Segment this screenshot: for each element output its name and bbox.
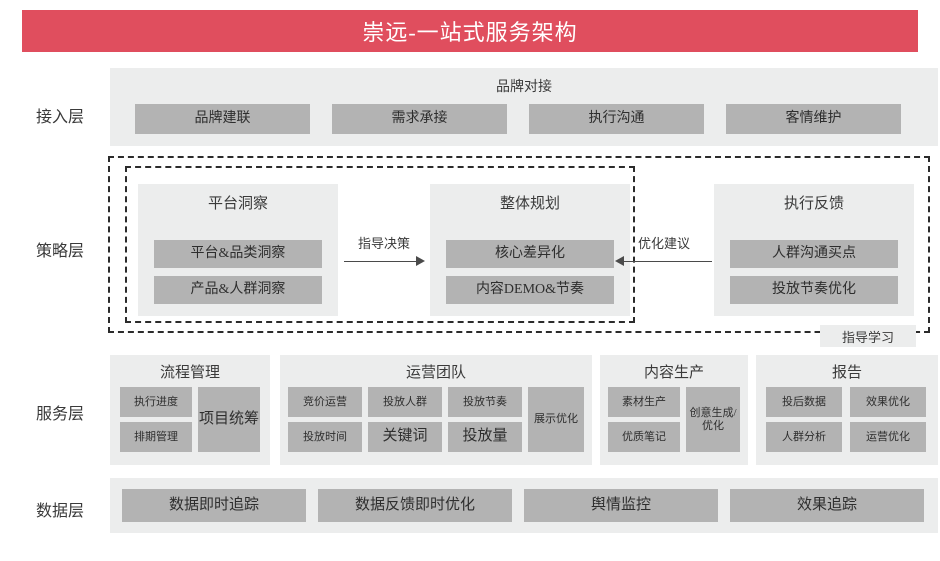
strategy-planning-box-2[interactable]: 内容DEMO&节奏	[446, 276, 614, 304]
service-process-box-1[interactable]: 执行进度	[120, 387, 192, 417]
strategy-panel-execution-feedback-title: 执行反馈	[783, 196, 844, 212]
strategy-panel-overall-planning-title: 整体规划	[499, 196, 560, 212]
access-box-1[interactable]: 品牌建联	[135, 104, 310, 134]
access-box-4[interactable]: 客情维护	[726, 104, 901, 134]
service-panel-report: 报告 投后数据 效果优化 人群分析 运营优化	[756, 355, 938, 465]
service-ops-tall-box[interactable]: 展示优化	[528, 387, 584, 452]
arrow-guide-decision-head	[416, 256, 425, 266]
service-content-box-2[interactable]: 优质笔记	[608, 422, 680, 452]
page-title: 崇远-一站式服务架构	[22, 10, 918, 52]
strategy-feedback-box-2[interactable]: 投放节奏优化	[730, 276, 898, 304]
access-layer-title: 品牌对接	[496, 80, 552, 95]
service-ops-box-2[interactable]: 投放人群	[368, 387, 442, 417]
access-box-2[interactable]: 需求承接	[332, 104, 507, 134]
service-content-box-1[interactable]: 素材生产	[608, 387, 680, 417]
layer-label-access: 接入层	[35, 109, 84, 126]
arrow-guide-decision-line	[344, 261, 418, 262]
strategy-inner-dashed-frame	[125, 166, 635, 323]
service-report-box-4[interactable]: 运营优化	[850, 422, 926, 452]
strategy-platform-box-1[interactable]: 平台&品类洞察	[154, 240, 322, 268]
strategy-feedback-box-1[interactable]: 人群沟通买点	[730, 240, 898, 268]
strategy-outer-label-guide-learning: 指导学习	[820, 325, 916, 347]
arrow-optimization-advice-head	[615, 256, 624, 266]
service-ops-box-1[interactable]: 竞价运营	[288, 387, 362, 417]
access-box-3[interactable]: 执行沟通	[529, 104, 704, 134]
service-panel-content-production-title: 内容生产	[643, 365, 704, 381]
data-box-4[interactable]: 效果追踪	[730, 489, 924, 522]
service-panel-process-management-title: 流程管理	[159, 365, 220, 381]
service-panel-process-management: 流程管理 执行进度 排期管理 项目统筹	[110, 355, 270, 465]
data-layer-panel: 数据即时追踪 数据反馈即时优化 舆情监控 效果追踪	[110, 478, 938, 533]
service-ops-box-3[interactable]: 投放节奏	[448, 387, 522, 417]
strategy-planning-box-1[interactable]: 核心差异化	[446, 240, 614, 268]
access-layer-panel: 品牌对接 品牌建联 需求承接 执行沟通 客情维护	[110, 68, 938, 146]
service-process-tall-box[interactable]: 项目统筹	[198, 387, 260, 452]
service-panel-operations-team: 运营团队 竞价运营 投放人群 投放节奏 投放时间 关键词 投放量 展示优化	[280, 355, 592, 465]
layer-label-data: 数据层	[35, 503, 84, 520]
arrow-optimization-advice-line	[624, 261, 712, 262]
data-box-3[interactable]: 舆情监控	[524, 489, 718, 522]
strategy-outer-dashed-frame	[108, 156, 930, 333]
arrow-guide-decision: 指导决策	[340, 233, 428, 267]
service-panel-content-production: 内容生产 素材生产 优质笔记 创意生成/优化	[600, 355, 748, 465]
service-content-tall-box[interactable]: 创意生成/优化	[686, 387, 740, 452]
strategy-panel-overall-planning: 整体规划 核心差异化 内容DEMO&节奏	[430, 184, 630, 316]
service-report-box-1[interactable]: 投后数据	[766, 387, 842, 417]
service-report-box-3[interactable]: 人群分析	[766, 422, 842, 452]
strategy-platform-box-2[interactable]: 产品&人群洞察	[154, 276, 322, 304]
strategy-panel-execution-feedback: 执行反馈 人群沟通买点 投放节奏优化	[714, 184, 914, 316]
service-process-box-2[interactable]: 排期管理	[120, 422, 192, 452]
service-panel-report-title: 报告	[831, 365, 862, 381]
strategy-panel-platform-insight: 平台洞察 平台&品类洞察 产品&人群洞察	[138, 184, 338, 316]
arrow-optimization-advice-label: 优化建议	[637, 236, 690, 251]
service-ops-box-4[interactable]: 投放时间	[288, 422, 362, 452]
strategy-panel-platform-insight-title: 平台洞察	[207, 196, 268, 212]
data-box-1[interactable]: 数据即时追踪	[122, 489, 306, 522]
data-box-2[interactable]: 数据反馈即时优化	[318, 489, 512, 522]
layer-label-strategy: 策略层	[35, 243, 84, 260]
service-report-box-2[interactable]: 效果优化	[850, 387, 926, 417]
service-ops-box-6[interactable]: 投放量	[448, 422, 522, 452]
layer-label-service: 服务层	[35, 406, 84, 423]
service-ops-box-5[interactable]: 关键词	[368, 422, 442, 452]
service-panel-operations-team-title: 运营团队	[405, 365, 466, 381]
arrow-guide-decision-label: 指导决策	[357, 236, 410, 251]
arrow-optimization-advice: 优化建议	[614, 233, 714, 267]
